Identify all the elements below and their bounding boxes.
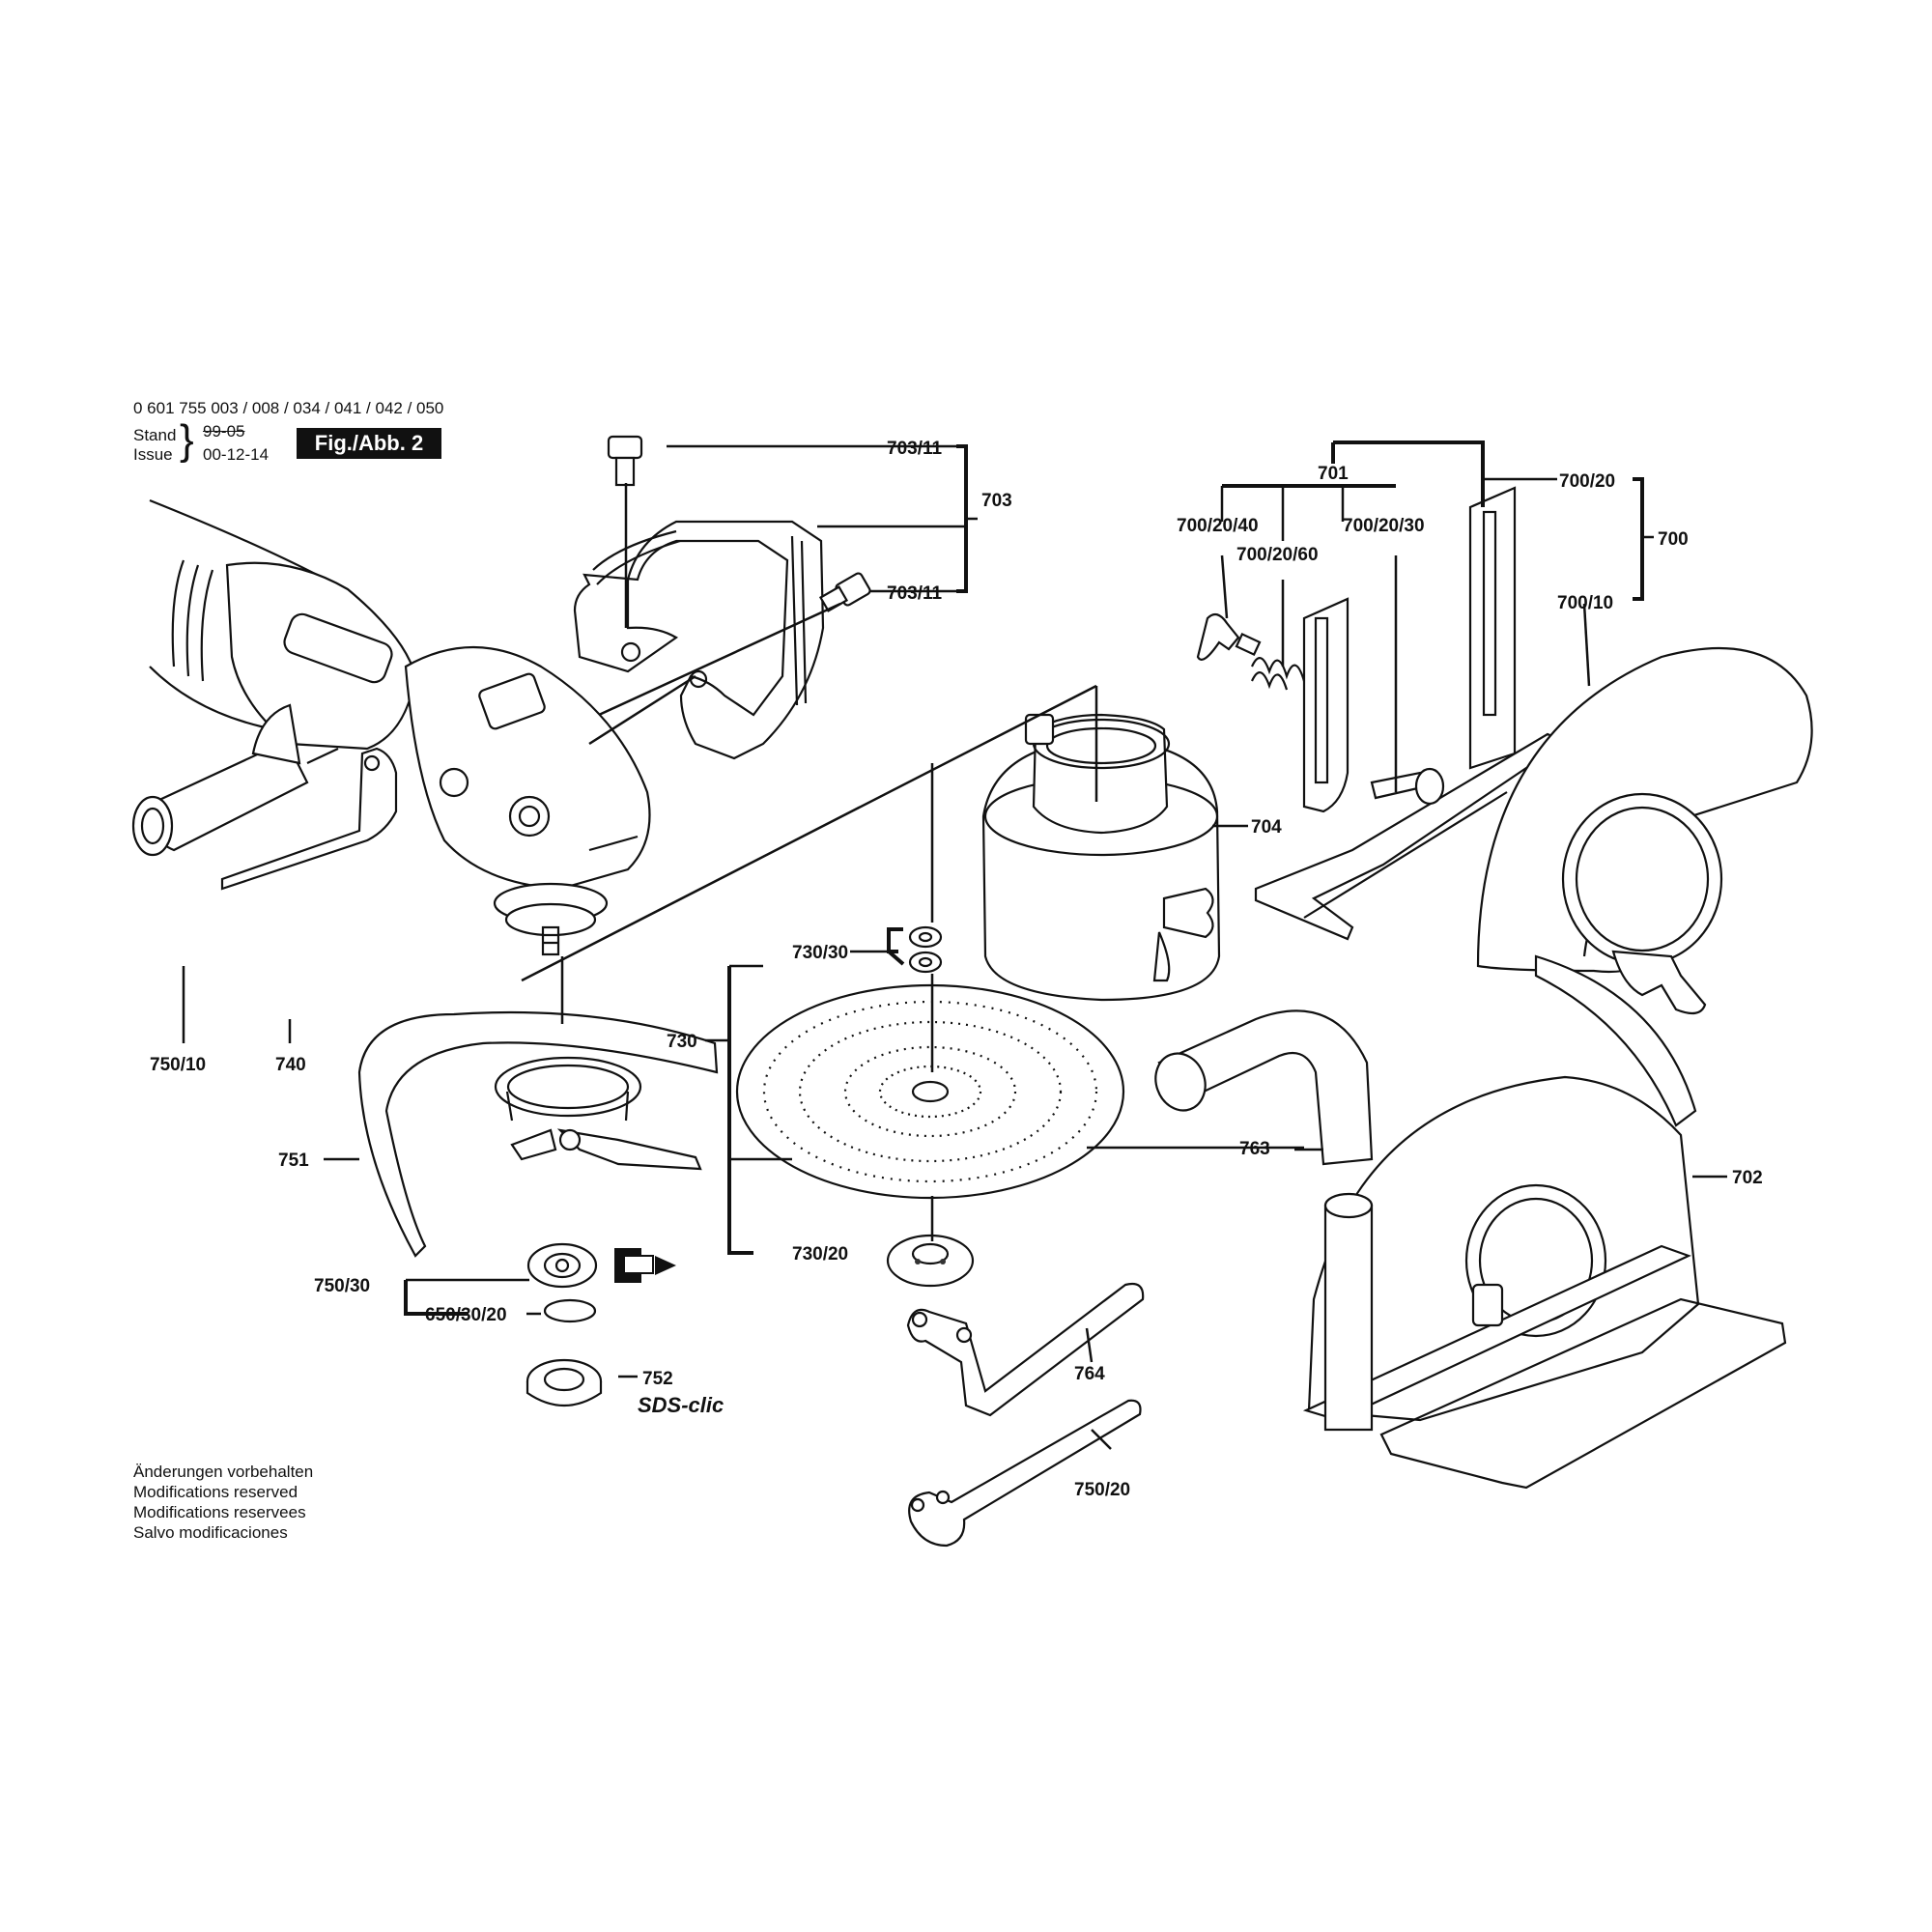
handle-bolt-top: [607, 435, 643, 487]
label-700-20-30: 700/20/30: [1343, 516, 1425, 536]
cutting-guide: [1254, 486, 1568, 941]
issue-label: Issue: [133, 445, 173, 464]
washer-lower: [908, 951, 943, 974]
label-751: 751: [278, 1151, 309, 1171]
label-701: 701: [1318, 464, 1349, 484]
carriage-bolt: [1370, 767, 1445, 806]
label-740: 740: [275, 1055, 306, 1075]
o-ring: [543, 1298, 597, 1323]
label-703-11-top: 703/11: [887, 439, 942, 459]
handle-bolt-side: [818, 572, 871, 612]
label-700: 700: [1658, 529, 1689, 550]
stand-label: Stand: [133, 426, 177, 444]
label-650-30-20: 650/30/20: [425, 1305, 507, 1325]
brace-glyph: }: [180, 416, 194, 464]
label-700-20: 700/20: [1559, 471, 1615, 492]
issue-date: 00-12-14: [203, 445, 270, 464]
label-730-20: 730/20: [792, 1244, 848, 1264]
note-en: Modifications reserved: [133, 1483, 298, 1501]
angled-spanner: [906, 1282, 1145, 1417]
label-750-30: 750/30: [314, 1276, 370, 1296]
label-750-10: 750/10: [150, 1055, 206, 1075]
figure-tag: Fig./Abb. 2: [297, 428, 441, 459]
backing-flange: [886, 1234, 975, 1288]
label-703: 703: [981, 491, 1012, 511]
label-764: 764: [1074, 1364, 1105, 1384]
label-703-11-bottom: 703/11: [887, 583, 942, 604]
label-730-30: 730/30: [792, 943, 848, 963]
label-702: 702: [1732, 1168, 1763, 1188]
modification-notes: Änderungen vorbehalten Modifications res…: [133, 1462, 313, 1543]
angle-grinder-body: [149, 498, 651, 956]
label-700-20-40: 700/20/40: [1177, 516, 1259, 536]
handle-bracket: [220, 747, 398, 891]
label-700-10: 700/10: [1557, 593, 1613, 613]
perforated-disc: [735, 983, 1125, 1200]
cutting-guard-with-slide: [1302, 954, 1787, 1490]
note-fr: Modifications reservees: [133, 1503, 306, 1521]
note-de: Änderungen vorbehalten: [133, 1463, 314, 1481]
protection-guard: [357, 1010, 719, 1258]
pin-spanner: [908, 1399, 1142, 1548]
sds-clic-nut: [526, 1358, 603, 1407]
auxiliary-handle: [131, 703, 339, 857]
note-es: Salvo modificaciones: [133, 1523, 288, 1542]
loop-handle: [573, 520, 825, 760]
label-730: 730: [667, 1032, 697, 1052]
leader-lines: [182, 440, 1727, 1450]
label-700-20-60: 700/20/60: [1236, 545, 1319, 565]
label-750-20: 750/20: [1074, 1480, 1130, 1500]
part-labels: 703/11 703 703/11 701 700/20 700/20/40 7…: [150, 439, 1763, 1500]
label-752: 752: [642, 1369, 673, 1389]
extraction-hose: [1154, 1009, 1374, 1166]
sds-clic-symbol: [614, 1248, 676, 1283]
mounting-flange: [526, 1242, 598, 1289]
wing-screw: [1196, 612, 1262, 661]
dust-extraction-hood: [981, 713, 1221, 1002]
label-763: 763: [1239, 1139, 1270, 1159]
compression-spring: [1250, 657, 1306, 691]
model-numbers: 0 601 755 003 / 008 / 034 / 041 / 042 / …: [133, 399, 444, 417]
cutting-guard: [1476, 646, 1813, 1015]
stand-date: 99-05: [203, 422, 245, 440]
label-sds-clic: SDS-clic: [638, 1393, 724, 1417]
label-704: 704: [1251, 817, 1282, 838]
washer-upper: [908, 925, 943, 949]
